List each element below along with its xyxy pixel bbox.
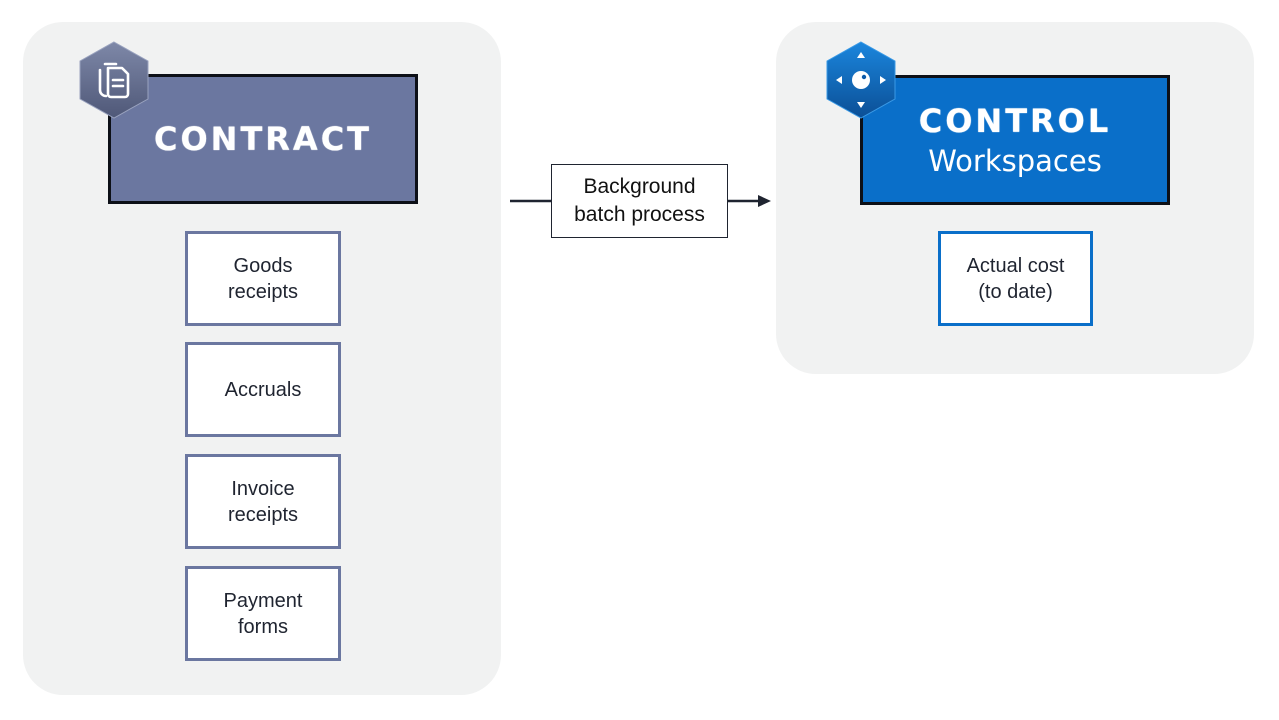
document-stack-icon bbox=[79, 41, 149, 119]
contract-header: CONTRACT bbox=[108, 74, 418, 204]
control-title: CONTROL bbox=[918, 101, 1112, 140]
background-batch-process-box: Background batch process bbox=[551, 164, 728, 238]
goods-receipts-box: Goods receipts bbox=[185, 231, 341, 326]
contract-title: CONTRACT bbox=[153, 120, 372, 158]
invoice-receipts-box: Invoice receipts bbox=[185, 454, 341, 549]
actual-cost-box: Actual cost (to date) bbox=[938, 231, 1093, 326]
control-header: CONTROL Workspaces bbox=[860, 75, 1170, 205]
payment-forms-box: Payment forms bbox=[185, 566, 341, 661]
accruals-box: Accruals bbox=[185, 342, 341, 437]
control-subtitle: Workspaces bbox=[928, 143, 1102, 178]
navigation-dpad-icon bbox=[826, 41, 896, 119]
